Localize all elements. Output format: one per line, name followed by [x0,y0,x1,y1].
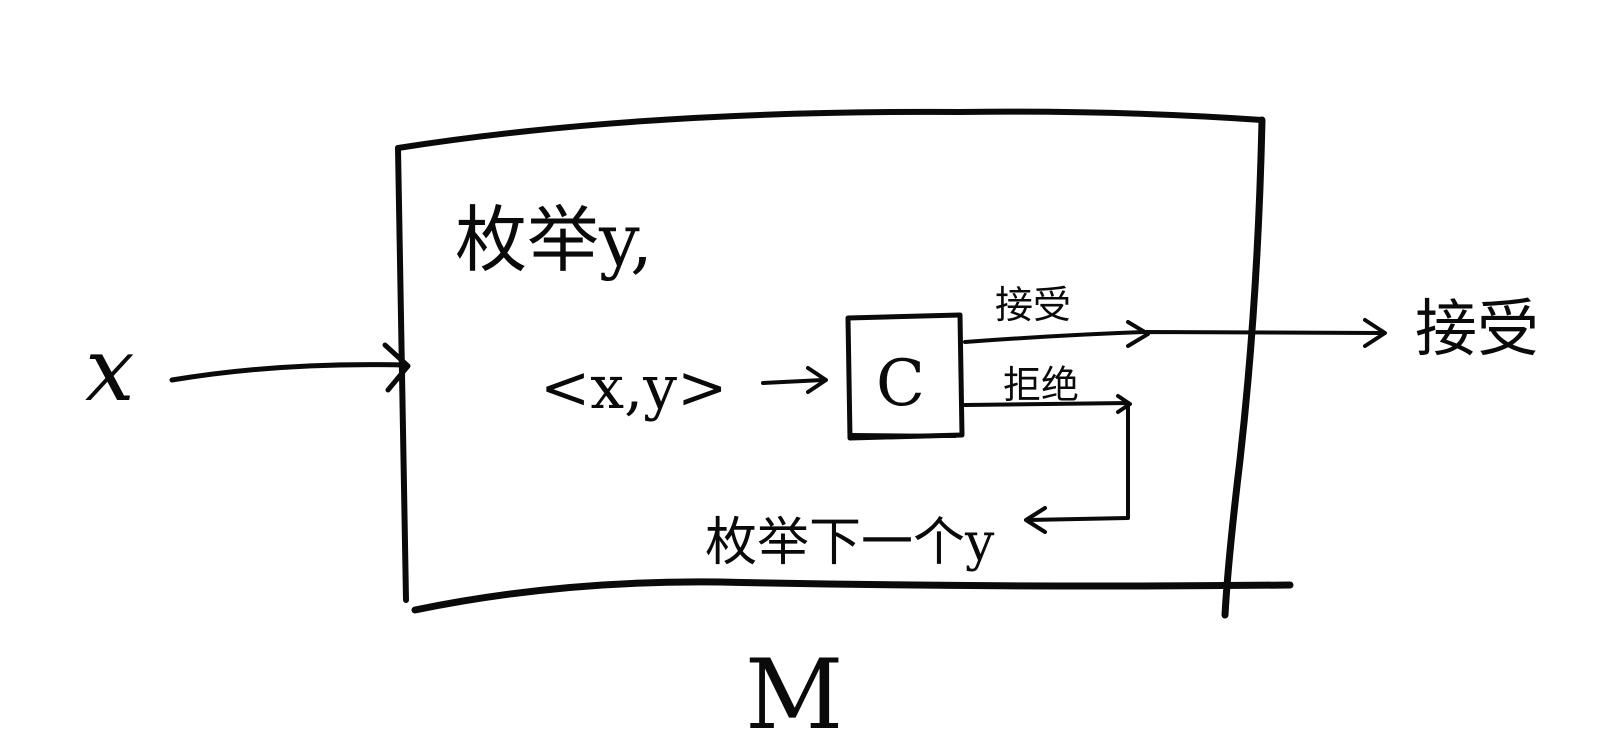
checker-label: C [876,347,925,421]
reject-branch-label: 拒绝 [1003,363,1079,407]
machine-label: M [745,639,843,751]
input-label: x [85,318,135,421]
accept-arrow [963,318,1387,348]
input-arrow [169,342,411,393]
accept-branch-label: 接受 [995,283,1071,327]
reject-arrow [963,394,1132,534]
pair-label: <x,y> [540,353,727,423]
pair-arrow [761,366,828,394]
output-label: 接受 [1415,292,1539,365]
checker-box [845,312,965,441]
next-label: 枚举下一个y [705,513,995,573]
enumerate-label: 枚举y, [455,198,653,282]
